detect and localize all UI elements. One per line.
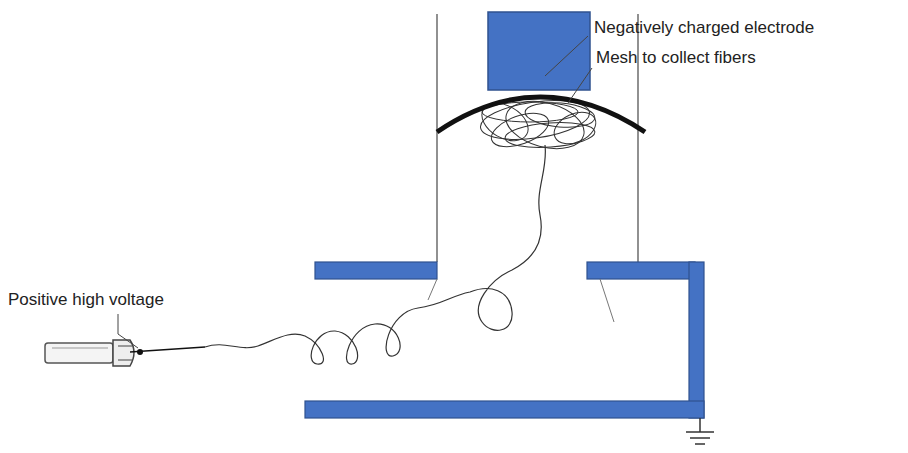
ground-symbol bbox=[686, 418, 714, 444]
guide-line bbox=[600, 279, 614, 322]
electrode-block bbox=[488, 12, 590, 90]
callout-label: Negatively charged electrode bbox=[594, 18, 814, 38]
leader-line bbox=[545, 36, 588, 76]
leader-line bbox=[118, 314, 138, 348]
chamber-wall bbox=[436, 14, 437, 262]
syringe bbox=[45, 340, 205, 366]
polymer-jet bbox=[205, 145, 545, 364]
guide-line bbox=[428, 279, 437, 300]
upper-plate bbox=[587, 262, 695, 279]
side-plate bbox=[689, 262, 704, 418]
ground-plate bbox=[305, 401, 704, 418]
callout-label: Positive high voltage bbox=[8, 290, 164, 310]
upper-plate bbox=[315, 262, 437, 279]
leader-line bbox=[568, 68, 592, 103]
collector-mesh bbox=[437, 97, 645, 132]
callout-label: Mesh to collect fibers bbox=[596, 48, 756, 68]
